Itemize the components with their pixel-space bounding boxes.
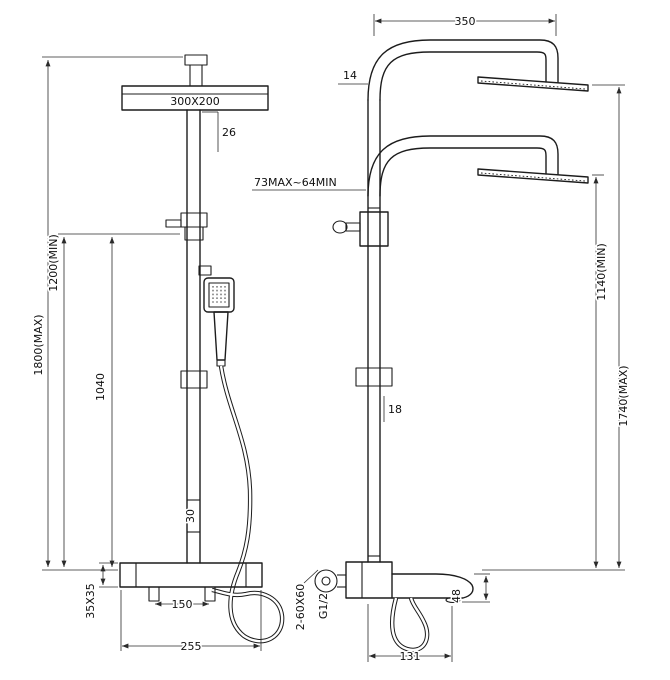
dim-35x35-label: 35X35 bbox=[84, 583, 97, 619]
side-shower-hose bbox=[389, 597, 430, 653]
side-lower-arm bbox=[367, 135, 559, 197]
dim-1140-min-label: 1140(MIN) bbox=[595, 243, 608, 301]
front-head-size-label: 300X200 bbox=[170, 95, 220, 108]
dim-131-label: 131 bbox=[400, 650, 421, 663]
front-shower-hose bbox=[211, 365, 285, 644]
dim-150-label: 150 bbox=[172, 598, 193, 611]
dim-2-60x60-label: 2-60X60 bbox=[294, 584, 307, 631]
dim-1740-max-label: 1740(MAX) bbox=[617, 365, 630, 426]
front-rain-head: 300X200 bbox=[121, 85, 269, 111]
front-dimensions: 1800(MAX) 1200(MIN) 1040 26 30 35X35 150 bbox=[31, 56, 262, 655]
front-top-fitting bbox=[184, 54, 208, 87]
front-mixer-bar bbox=[119, 562, 263, 602]
dim-g12-label: G1/2 bbox=[317, 593, 330, 619]
front-handshower-holder bbox=[198, 265, 212, 276]
side-riser-pipe bbox=[367, 99, 381, 563]
side-diverter-valve bbox=[332, 211, 389, 247]
dim-1800-max-label: 1800(MAX) bbox=[32, 314, 45, 375]
dim-1200-min-label: 1200(MIN) bbox=[47, 234, 60, 292]
front-riser-pipe bbox=[186, 109, 201, 564]
side-view: 350 14 73MAX~64MIN 18 1140(MIN) 1740(MAX… bbox=[252, 14, 632, 665]
side-mixer-body bbox=[314, 561, 393, 599]
dim-73max-64min-label: 73MAX~64MIN bbox=[254, 176, 337, 189]
side-bath-spout bbox=[391, 573, 474, 604]
dim-26-label: 26 bbox=[222, 126, 236, 139]
dim-1040-label: 1040 bbox=[94, 373, 107, 401]
dim-350-label: 350 bbox=[455, 15, 476, 28]
front-hand-shower bbox=[203, 277, 235, 367]
dim-30-label: 30 bbox=[184, 509, 197, 523]
side-dimensions: 350 14 73MAX~64MIN 18 1140(MIN) 1740(MAX… bbox=[252, 14, 632, 665]
side-rail-clamp bbox=[355, 367, 393, 387]
side-lower-head bbox=[477, 168, 589, 184]
side-upper-head bbox=[477, 76, 589, 92]
dim-14-label: 14 bbox=[343, 69, 357, 82]
dim-255-label: 255 bbox=[181, 640, 202, 653]
side-upper-arm bbox=[367, 39, 559, 101]
dim-48-label: 48 bbox=[450, 589, 463, 603]
front-diverter-bracket bbox=[165, 212, 208, 241]
front-rail-clamp bbox=[180, 370, 208, 389]
dim-18-label: 18 bbox=[388, 403, 402, 416]
front-view: 300X200 bbox=[31, 54, 285, 655]
